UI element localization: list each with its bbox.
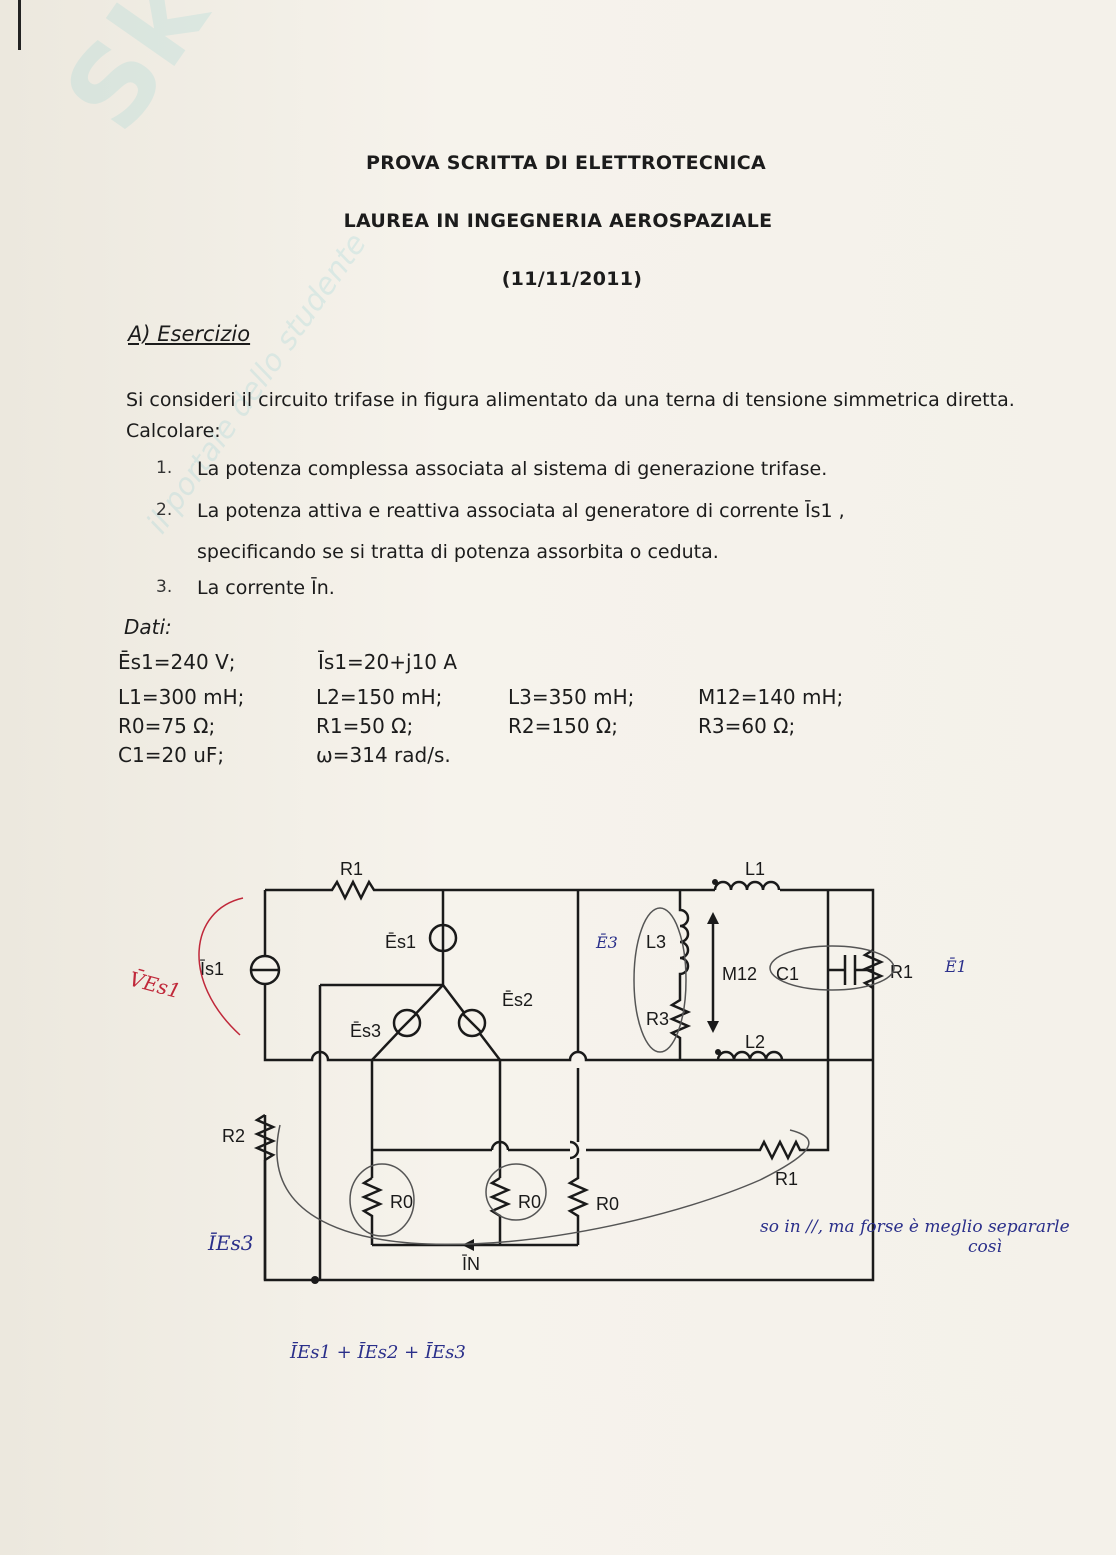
exam-subtitle: LAUREA IN INGEGNERIA AEROSPAZIALE <box>343 210 773 232</box>
data-is1: Īs1=20+j10 A <box>318 650 458 674</box>
data-l2: L2=150 mH; <box>316 685 443 709</box>
task-2-cont: specificando se si tratta di potenza ass… <box>197 541 719 563</box>
label-r1-right: R1 <box>890 962 913 982</box>
label-l1: L1 <box>745 859 765 879</box>
label-m12: M12 <box>722 964 757 984</box>
data-r2: R2=150 Ω; <box>508 714 618 738</box>
section-heading: A) Esercizio <box>128 322 251 346</box>
data-es1: Ēs1=240 V; <box>118 650 236 674</box>
label-r1-top: R1 <box>340 859 363 879</box>
annotation-note: so in //, ma forse è meglio separarle <box>760 1217 1070 1237</box>
label-es3: Ēs3 <box>350 1021 381 1041</box>
label-r0-c: R0 <box>596 1194 619 1214</box>
data-label: Dati: <box>124 615 172 639</box>
data-l1: L1=300 mH; <box>118 685 245 709</box>
data-omega: ω=314 rad/s. <box>316 743 451 767</box>
data-r1: R1=50 Ω; <box>316 714 414 738</box>
data-m12: M12=140 mH; <box>698 685 844 709</box>
label-r3: R3 <box>646 1009 669 1029</box>
label-r1-bottom: R1 <box>775 1169 798 1189</box>
label-es2: Ēs2 <box>502 990 533 1010</box>
annotation-note-cont: così <box>968 1237 1002 1257</box>
label-r0-a: R0 <box>390 1192 413 1212</box>
task-number: 3. <box>156 577 173 597</box>
label-in: ĪN <box>462 1254 480 1274</box>
annotation-e3: Ē3 <box>595 932 618 952</box>
label-c1: C1 <box>776 964 799 984</box>
annotation-i-es3: ĪEs3 <box>207 1231 254 1255</box>
label-l2: L2 <box>745 1032 765 1052</box>
task-3: La corrente Īn. <box>197 577 335 599</box>
data-l3: L3=350 mH; <box>508 685 635 709</box>
label-is1: Īs1 <box>200 959 224 979</box>
label-es1: Ēs1 <box>385 932 416 952</box>
label-r2: R2 <box>222 1126 245 1146</box>
exam-title: PROVA SCRITTA DI ELETTROTECNICA <box>366 152 766 174</box>
task-1: La potenza complessa associata al sistem… <box>197 458 828 480</box>
wires <box>253 879 885 1282</box>
data-c1: C1=20 uF; <box>118 743 225 767</box>
intro-text: Si consideri il circuito trifase in figu… <box>126 389 1015 442</box>
task-number: 2. <box>156 500 173 520</box>
data-r3: R3=60 Ω; <box>698 714 796 738</box>
handwritten-annotations: V̄Es1 Ē3 Ē1 ĪEs3 ĪEs1 + ĪEs2 + ĪEs3 so i… <box>127 932 1070 1363</box>
label-r0-b: R0 <box>518 1192 541 1212</box>
sources <box>249 923 487 1038</box>
task-2: La potenza attiva e reattiva associata a… <box>197 500 845 522</box>
data-r0: R0=75 Ω; <box>118 714 216 738</box>
circuit-labels: R1 L1 Ēs1 Īs1 Ēs2 Ēs3 L3 R3 M12 C1 R1 L2… <box>200 859 913 1274</box>
task-number: 1. <box>156 458 173 478</box>
annotation-v-es1: V̄Es1 <box>127 966 184 1003</box>
pen-mark <box>18 0 21 50</box>
label-l3: L3 <box>646 932 666 952</box>
arrowheads <box>311 879 721 1284</box>
annotation-e1: Ē1 <box>944 956 967 976</box>
handwritten-marks <box>198 897 895 1246</box>
exam-date: (11/11/2011) <box>501 268 643 290</box>
annotation-current-sum: ĪEs1 + ĪEs2 + ĪEs3 <box>289 1340 466 1363</box>
